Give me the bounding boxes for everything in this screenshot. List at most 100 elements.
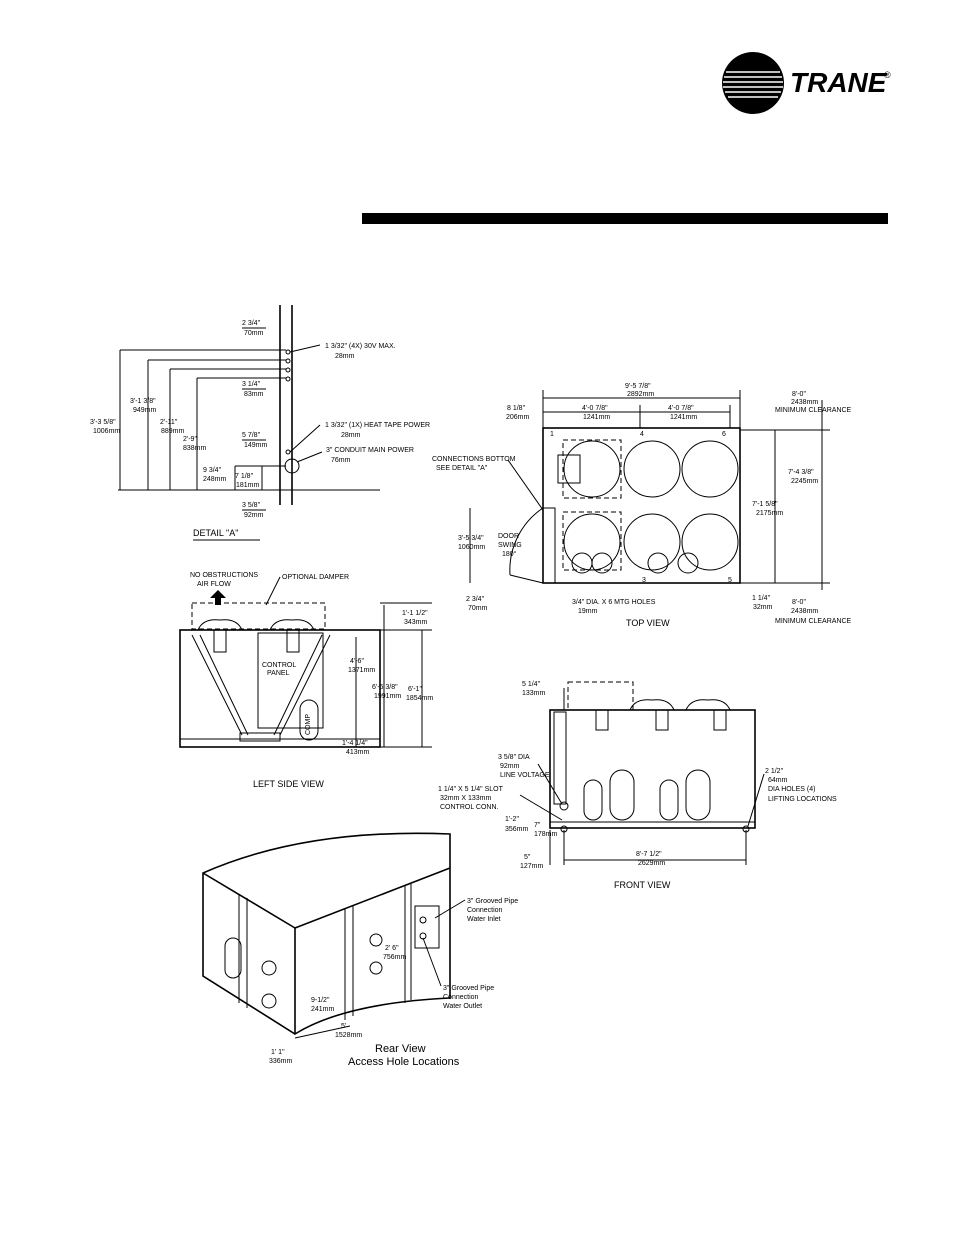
connections-note-1: CONNECTIONS BOTTOM	[432, 456, 516, 463]
dim-1-1-1-2: 1'-1 1/2"	[402, 610, 428, 617]
inlet-2: Connection	[467, 907, 503, 914]
dim-83mm: 83mm	[244, 391, 264, 398]
dim-heat-tape: 1 3/32" (1X) HEAT TAPE POWER	[325, 422, 430, 429]
dim-1241mm-b: 1241mm	[670, 414, 697, 421]
panel-label: PANEL	[267, 670, 290, 677]
dim-32mm: 32mm	[753, 604, 773, 611]
outlet-1: 3" Grooved Pipe	[443, 985, 494, 992]
dim-28mm-b: 28mm	[341, 432, 361, 439]
rear-view-caption-2: Access Hole Locations	[348, 1056, 460, 1068]
trane-globe-icon	[722, 52, 784, 114]
dim-3-1-3-8: 3'-1 3/8"	[130, 398, 156, 405]
connections-note-2: SEE DETAIL "A"	[436, 465, 488, 472]
dim-1241mm-a: 1241mm	[583, 414, 610, 421]
rear-view-caption-1: Rear View	[375, 1043, 426, 1055]
dim-149mm: 149mm	[244, 442, 268, 449]
dim-2-1-2: 2 1/2"	[765, 768, 784, 775]
dim-3-5-8-dia: 3 5/8" DIA	[498, 754, 530, 761]
outlet-3: Water Outlet	[443, 1003, 482, 1010]
dim-343mm: 343mm	[404, 619, 428, 626]
left-side-caption: LEFT SIDE VIEW	[253, 779, 324, 789]
dim-6-6-3-8: 6'-6 3/8"	[372, 684, 398, 691]
dim-127mm: 127mm	[520, 863, 544, 870]
dim-9-3-4: 9 3/4"	[203, 467, 222, 474]
dim-133mm: 133mm	[522, 690, 546, 697]
dim-2438mm-top: 2438mm	[791, 399, 818, 406]
dim-6-1: 6'-1"	[408, 686, 422, 693]
lifting-locations: LIFTING LOCATIONS	[768, 796, 837, 803]
door-label-3: 180°	[502, 550, 517, 558]
dim-76mm: 76mm	[331, 457, 351, 464]
marker-5: 5	[728, 577, 732, 584]
dim-2-3-4-top: 2 3/4"	[466, 596, 485, 603]
dim-181mm: 181mm	[236, 482, 260, 489]
holes-note: 3/4" DIA. X 6 MTG HOLES	[572, 599, 656, 606]
dim-7-1-8: 7 1/8"	[235, 473, 254, 480]
front-view-drawing: 5 1/4" 133mm 3 5/8" DIA 92mm LINE VOLTAG…	[438, 681, 837, 890]
registered-mark: ®	[884, 70, 891, 80]
dim-178mm: 178mm	[534, 831, 558, 838]
no-obstructions: NO OBSTRUCTIONS	[190, 572, 258, 579]
dim-2629mm: 2629mm	[638, 860, 665, 867]
dim-1060mm: 1060mm	[458, 544, 485, 551]
dim-1-4-1-4: 1'-4 1/4"	[342, 740, 368, 747]
dim-241mm: 241mm	[311, 1006, 335, 1013]
dim-92mm-front: 92mm	[500, 763, 520, 770]
dim-92mm: 92mm	[244, 512, 264, 519]
dim-8-0-bottom: 8'-0"	[792, 599, 806, 606]
detail-a-caption: DETAIL "A"	[193, 528, 238, 538]
dim-2-11: 2'-11"	[160, 419, 178, 426]
dim-slot-mm: 32mm X 133mm	[440, 795, 492, 802]
dim-8-7-1-2: 8'-7 1/2"	[636, 851, 662, 858]
control-label: CONTROL	[262, 662, 296, 669]
holes-mm: 19mm	[578, 608, 598, 615]
door-label-1: DOOR	[498, 533, 519, 540]
dim-413mm: 413mm	[346, 749, 370, 756]
trane-wordmark: TRANE	[790, 67, 888, 98]
dim-4-0-7-8-b: 4'-0 7/8"	[668, 405, 694, 412]
dim-2-9: 2'-9"	[183, 436, 197, 443]
dim-1-3-32-4x: 1 3/32" (4X) 30V MAX.	[325, 343, 396, 350]
section-rule	[362, 213, 888, 224]
optional-damper: OPTIONAL DAMPER	[282, 574, 349, 581]
min-clearance-bottom: MINIMUM CLEARANCE	[775, 618, 852, 625]
dim-70mm-top: 70mm	[468, 605, 488, 612]
dim-1991mm: 1991mm	[374, 693, 401, 700]
dim-949mm: 949mm	[133, 407, 157, 414]
dim-5ft: 5'	[341, 1023, 346, 1030]
dim-2892mm: 2892mm	[627, 391, 654, 398]
air-flow: AIR FLOW	[197, 581, 231, 588]
dim-28mm-a: 28mm	[335, 353, 355, 360]
dim-1-2: 1'-2"	[505, 816, 519, 823]
marker-1: 1	[550, 431, 554, 438]
comp-label: COMP	[305, 714, 312, 735]
dim-9-5-7-8: 9'-5 7/8"	[625, 383, 651, 390]
dim-slot: 1 1/4" X 5 1/4" SLOT	[438, 786, 504, 793]
inlet-1: 3" Grooved Pipe	[467, 898, 518, 905]
dim-3-1-4: 3 1/4"	[242, 381, 261, 388]
dim-5: 5"	[524, 854, 531, 861]
detail-a-drawing: 2 3/4" 70mm 1 3/32" (4X) 30V MAX. 28mm 3…	[90, 305, 430, 541]
dim-3-5-3-4: 3'-5 3/4"	[458, 535, 484, 542]
dim-4-6: 4'-6"	[350, 658, 364, 665]
dim-206mm: 206mm	[506, 414, 530, 421]
dim-9-1-2: 9-1/2"	[311, 997, 330, 1004]
airflow-arrow-icon	[210, 590, 226, 605]
dim-1528mm: 1528mm	[335, 1032, 362, 1039]
dim-356mm: 356mm	[505, 826, 529, 833]
dim-336mm: 336mm	[269, 1058, 293, 1065]
dim-2438mm-bottom: 2438mm	[791, 608, 818, 615]
inlet-3: Water Inlet	[467, 916, 501, 923]
marker-4: 4	[640, 431, 644, 438]
top-view-drawing: 9'-5 7/8" 2892mm 8 1/8" 206mm 4'-0 7/8" …	[432, 383, 852, 628]
marker-6: 6	[722, 431, 726, 438]
dim-838mm: 838mm	[183, 445, 207, 452]
dim-2245mm: 2245mm	[791, 478, 818, 485]
dim-64mm: 64mm	[768, 777, 788, 784]
dim-1006mm: 1006mm	[93, 428, 120, 435]
min-clearance-top: MINIMUM CLEARANCE	[775, 407, 852, 414]
dia-holes: DIA HOLES (4)	[768, 786, 815, 793]
control-conn: CONTROL CONN.	[440, 804, 499, 811]
dim-889mm: 889mm	[161, 428, 185, 435]
